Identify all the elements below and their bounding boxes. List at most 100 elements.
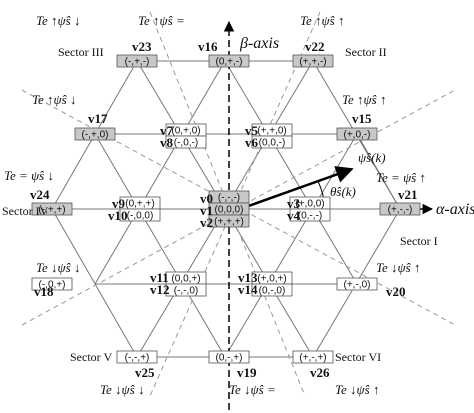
vector-state-v3: (+,0,0): [295, 199, 324, 210]
vector-box-rect-v15: [336, 127, 378, 141]
vector-box-v4: (0,-,-): [289, 208, 331, 222]
vector-state-v0: (-,-,-): [218, 193, 240, 204]
vector-box-v16: (0,+,-): [208, 54, 250, 68]
vector-state-v19: (0,-,+): [216, 353, 243, 364]
vector-state-v4: (0,-,-): [298, 211, 322, 222]
vector-state-v7: (0,+,0): [171, 126, 200, 137]
vector-label-v22: v22: [305, 39, 325, 54]
flux-vector-arrow: [239, 166, 354, 211]
vector-box-rect-v22: [292, 54, 334, 68]
vector-label-v23: v23: [132, 39, 152, 54]
vector-box-rect-v8: [165, 135, 207, 149]
angle-label: θ̂s(k): [330, 184, 356, 199]
vector-label-v5: v5: [245, 123, 259, 138]
vector-label-v26: v26: [310, 365, 330, 380]
condition-top-left-1: Te ↑ψ̂s ↓: [36, 13, 80, 28]
sector-i-label: Sector I: [400, 234, 438, 248]
vector-label-v13: v13: [238, 270, 258, 285]
condition-lower-left: Te ↓ψ̂s ↓: [36, 260, 80, 275]
sector-ii-label: Sector II: [345, 45, 387, 59]
vector-state-v2: (+,+,+): [214, 217, 244, 228]
vector-box-rect-v19: [208, 350, 250, 364]
vector-label-v8: v8: [160, 135, 174, 150]
condition-upper-right: Te ↑ψ̂s ↑: [342, 92, 386, 107]
vector-label-v19: v19: [237, 365, 257, 380]
condition-top-left-2: Te ↑ψ̂s =: [138, 13, 185, 28]
vector-box-rect-v6: [251, 135, 293, 149]
vector-state-v23: (-,+,-): [125, 57, 150, 68]
vector-box-v15: (+,0,-): [336, 127, 378, 141]
vector-label-v0: v0: [200, 191, 213, 206]
vector-label-v1: v1: [200, 203, 213, 218]
vector-label-v14: v14: [238, 282, 258, 297]
vector-box-rect-v2: [208, 214, 250, 228]
vector-box-rect-v24: [31, 202, 73, 216]
vector-box-rect-v12: [165, 283, 207, 297]
vector-box-v19: (0,-,+): [208, 350, 250, 364]
vector-box-v8: (-,0,-): [165, 135, 207, 149]
vector-label-v15: v15: [352, 111, 372, 126]
vector-box-v7: (0,+,0): [165, 123, 207, 137]
vector-label-v10: v10: [108, 208, 128, 223]
condition-bottom-left: Te ↓ψ̂s ↓: [100, 382, 144, 397]
vector-state-v12: (-,-,0): [174, 286, 198, 297]
vector-state-v10: (-,0,0): [127, 211, 154, 222]
vector-label-v7: v7: [160, 123, 174, 138]
vector-label-v2: v2: [200, 215, 213, 230]
vector-box-rect-v26: [292, 350, 334, 364]
vector-label-v24: v24: [30, 187, 50, 202]
vector-boxes: (-,-,-)(0,0,0)(+,+,+) (+,0,0)(0,-,-) (+,+,…: [31, 54, 421, 364]
vector-state-v15: (+,0,-): [344, 130, 371, 141]
vector-state-v9: (0,+,+): [125, 199, 154, 210]
vector-label-v3: v3: [287, 196, 301, 211]
sector-v-label: Sector V: [70, 350, 112, 364]
condition-bottom-right: Te ↓ψ̂s ↑: [335, 382, 379, 397]
vector-box-v11: (0,0,+): [165, 271, 207, 285]
vector-box-v5: (+,+,0): [251, 123, 293, 137]
vector-box-rect-v10: [119, 208, 161, 222]
vector-state-v13: (+,0,+): [257, 274, 286, 285]
vector-box-rect-v25: [116, 350, 158, 364]
vector-box-rect-v14: [251, 283, 293, 297]
sector-iv-label: Sector IV: [2, 204, 49, 218]
vector-box-v17: (-,+,0): [74, 127, 116, 141]
vector-box-v12: (-,-,0): [165, 283, 207, 297]
vector-state-v17: (-,+,0): [82, 130, 109, 141]
condition-top-right: Te ↑ψ̂s ↑: [300, 13, 344, 28]
vector-state-v24: (-,+,+): [38, 205, 65, 216]
sector-iii-label: Sector III: [58, 45, 104, 59]
vector-box-v26: (+,-,+): [292, 350, 334, 364]
vector-box-v10: (-,0,0): [119, 208, 161, 222]
vector-label-v4: v4: [287, 208, 301, 223]
vector-box-v13: (+,0,+): [251, 271, 293, 285]
vector-box-rect-v23: [116, 54, 158, 68]
vector-state-v8: (-,0,-): [174, 138, 198, 149]
vector-box-v22: (+,+,-): [292, 54, 334, 68]
vector-box-v6: (0,0,-): [251, 135, 293, 149]
condition-upper-left: Te ↑ψ̂s ↓: [32, 92, 76, 107]
vector-label-v17: v17: [88, 111, 108, 126]
vector-state-v21: (+,-,-): [388, 205, 413, 216]
vector-state-v6: (0,0,-): [259, 138, 286, 149]
vector-state-v11: (0,0,+): [171, 274, 200, 285]
vector-label-v18: v18: [34, 284, 54, 299]
vector-label-v16: v16: [198, 39, 218, 54]
vector-label-v25: v25: [135, 365, 155, 380]
condition-bottom-center: Te ↓ψ̂s =: [229, 382, 276, 397]
vector-box-rect-v16: [208, 54, 250, 68]
vector-label-v6: v6: [245, 135, 259, 150]
vector-state-v18: (-,0,+): [39, 280, 66, 291]
vector-state-v26: (+,-,+): [299, 353, 326, 364]
vector-box-rect-v18: [31, 277, 73, 291]
vector-state-v5: (+,+,0): [257, 126, 286, 137]
condition-right: Te = ψ̂s ↑: [376, 170, 426, 185]
condition-left: Te = ψ̂s ↓: [4, 168, 54, 183]
flux-vector-label: ψ̂s(k): [358, 150, 386, 165]
vector-label-v11: v11: [150, 270, 169, 285]
vector-box-v1: (0,0,0): [208, 202, 250, 216]
vector-state-v25: (-,-,+): [125, 353, 150, 364]
sector-vi-label: Sector VI: [335, 350, 381, 364]
alpha-axis-label: α-axis: [436, 201, 474, 218]
vector-box-v0: (-,-,-): [208, 190, 250, 204]
vector-label-v12: v12: [150, 282, 170, 297]
